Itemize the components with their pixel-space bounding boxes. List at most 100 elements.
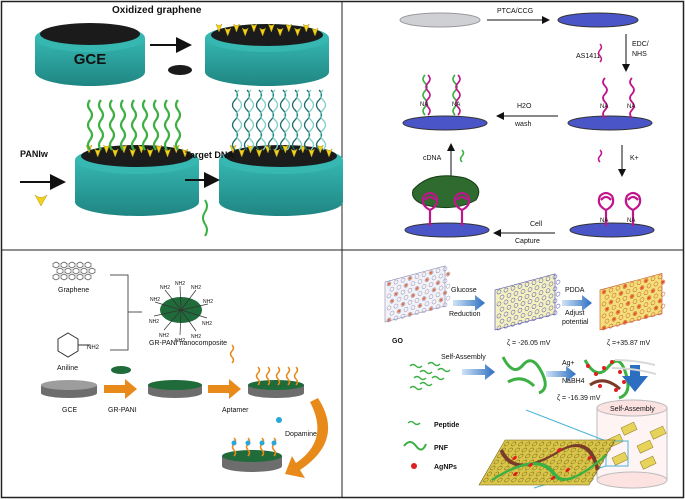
blue-arrow-2 — [562, 295, 592, 311]
orange-arrow-2 — [208, 379, 241, 399]
combine-bracket — [110, 274, 142, 351]
orange-arrow-1 — [104, 379, 137, 399]
gce-electrode-pani — [75, 99, 199, 216]
nh2-group-label: NH2 — [191, 334, 201, 340]
legend-pnf-label: PNF — [434, 445, 449, 452]
modified-electrode — [557, 12, 639, 28]
graphene-label: Graphene — [58, 287, 89, 294]
electrode-b-right-top — [567, 115, 653, 131]
zeta-3: ζ = -16.39 mV — [557, 395, 601, 402]
pnf-fiber-icon-2 — [507, 377, 536, 388]
dopamine-label: Dopamine — [285, 431, 317, 438]
nabh4-label: NaBH4 — [562, 378, 585, 385]
gce-label: GCE — [74, 51, 107, 68]
down-arrow — [622, 365, 648, 392]
aniline-label: Aniline — [57, 365, 78, 372]
nh2-aniline: NH2 — [87, 345, 100, 351]
na-label-1: NA — [420, 102, 428, 108]
reduction-label: Reduction — [449, 311, 481, 318]
potential-label: potential — [562, 319, 589, 326]
nh2-group-label: NH2 — [149, 319, 159, 325]
gr-pani-drop-icon — [111, 366, 131, 374]
panel-b: PTCA/CCG AS1411 EDC/ NHS NA NA H2O wash … — [399, 8, 655, 245]
bare-electrode — [399, 12, 481, 28]
cdna-icon — [459, 149, 465, 163]
blue-arrow-4 — [546, 366, 576, 382]
na-label-3: NA — [600, 104, 608, 110]
gce-electrode-bare: GCE — [35, 23, 145, 86]
edc-label: EDC/ — [632, 41, 649, 48]
pnf-agnp-icon — [583, 359, 630, 400]
capture-label: Capture — [515, 238, 540, 245]
pani-wire-icon — [34, 194, 48, 207]
gr-pani-nanocomposite-label: GR-PANI nanocomposite — [149, 340, 227, 347]
nhs-label: NHS — [632, 51, 647, 58]
aptamer-strand-icon — [229, 344, 235, 364]
k-label: K+ — [630, 155, 639, 162]
na-label-4: NA — [627, 104, 635, 110]
electrode-b-right-bottom — [569, 222, 655, 238]
composite-film-icon — [478, 439, 616, 486]
gr-pani-label: GR-PANI — [108, 407, 137, 414]
adjust-label: Adjust — [565, 310, 585, 317]
panel-a: GCE Oxidized graphene PANIw — [20, 5, 343, 237]
ag-label: Ag+ — [562, 360, 575, 367]
electrode-b-left-bottom — [404, 222, 490, 238]
pdda-rgo-sheet-icon — [599, 273, 666, 331]
ptca-ccg-label: PTCA/CCG — [497, 8, 533, 15]
curved-orange-arrow — [285, 398, 329, 478]
aptamer-icon — [597, 43, 603, 63]
zeta-1: ζ = -26.05 mV — [507, 340, 551, 347]
nh2-group-label: NH2 — [203, 299, 213, 305]
h2o-label: H2O — [517, 103, 532, 110]
pdda-label: PDDA — [565, 287, 585, 294]
gce-aptamer-disk — [248, 366, 304, 398]
na-label-6: NA — [627, 218, 635, 224]
paniw-label: PANIw — [20, 149, 49, 159]
panel-d: GO Glucose Reduction ζ = -26.05 mV PDDA … — [384, 265, 668, 489]
graphene-flake-icon — [168, 65, 192, 75]
cdna-label: cDNA — [423, 155, 442, 162]
gce-label-c: GCE — [62, 407, 78, 414]
na-label-2: NA — [452, 102, 460, 108]
cell-icon — [412, 175, 480, 209]
nh2-group-label: NH2 — [175, 281, 185, 287]
self-assembly-label-2: Self-Assembly — [610, 406, 655, 413]
gce-gr-pani-disk — [148, 380, 202, 398]
rgo-sheet-icon — [494, 273, 561, 331]
nh2-group-label: NH2 — [160, 285, 170, 291]
go-label: GO — [392, 338, 403, 345]
k-ion-aptamer-icon — [597, 149, 603, 163]
panel-c: Graphene NH2 Aniline NH2NH2NH2NH2NH2NH2N… — [41, 261, 329, 478]
self-assembly-label: Self-Assembly — [441, 354, 486, 361]
peptide-cluster-icon — [409, 361, 451, 391]
oxidized-graphene-label: Oxidized graphene — [112, 5, 202, 16]
wash-label: wash — [514, 121, 531, 128]
nh2-group-label: NH2 — [159, 333, 169, 339]
beaker-icon — [596, 399, 668, 489]
zoom-line-1 — [525, 409, 607, 442]
gce-dopamine-disk — [222, 437, 282, 472]
legend-agnps-label: AgNPs — [434, 464, 457, 471]
aniline-ring-icon — [57, 332, 90, 358]
blue-arrow-1 — [453, 295, 485, 311]
gce-disk — [41, 380, 97, 398]
pnf-fiber-icon — [501, 356, 547, 395]
dopamine-molecule-icon — [276, 417, 282, 423]
nh2-group-label: NH2 — [191, 285, 201, 291]
cell-label: Cell — [530, 221, 543, 228]
legend-peptide-label: Peptide — [434, 422, 459, 429]
legend-pnf-icon — [403, 441, 427, 451]
go-sheet-icon — [384, 265, 451, 323]
gce-electrode-dna — [219, 89, 343, 216]
blue-arrow-3 — [462, 364, 495, 380]
legend-peptide-icon — [407, 420, 421, 426]
as1411-label: AS1411 — [576, 53, 600, 60]
legend-agnps-icon — [411, 463, 417, 469]
nh2-group-label: NH2 — [150, 297, 160, 303]
zeta-2: ζ =+35.87 mV — [607, 340, 651, 347]
target-dna-icon — [202, 199, 208, 237]
